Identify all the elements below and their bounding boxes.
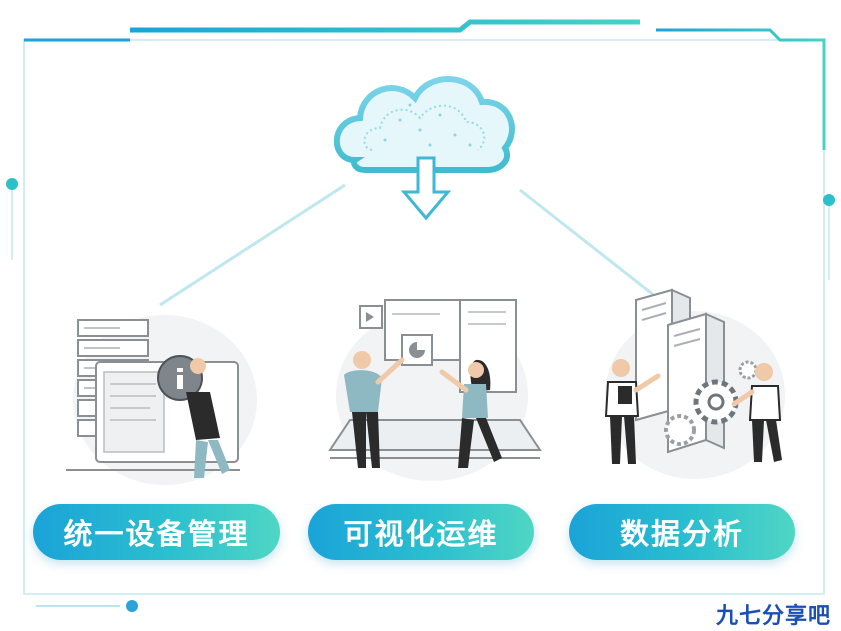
illustration-data-analysis [604, 288, 785, 479]
feature-label-device-management: 统一设备管理 [33, 504, 280, 560]
frame-dot-left [6, 178, 18, 190]
frame-dot-right [823, 194, 835, 206]
gear-icon [664, 360, 758, 446]
illustration-visual-ops [328, 299, 542, 481]
frame-dot-bottom [126, 600, 138, 612]
feature-label-data-analysis: 数据分析 [569, 504, 795, 560]
watermark-text: 九七分享吧 [715, 604, 831, 629]
illustration-device-management [66, 315, 257, 485]
dashboard-screens-icon [359, 299, 517, 393]
connector-lines [159, 183, 661, 307]
feature-label-visual-ops: 可视化运维 [308, 504, 534, 560]
frame [6, 19, 835, 612]
cloud-download-icon [333, 76, 515, 255]
